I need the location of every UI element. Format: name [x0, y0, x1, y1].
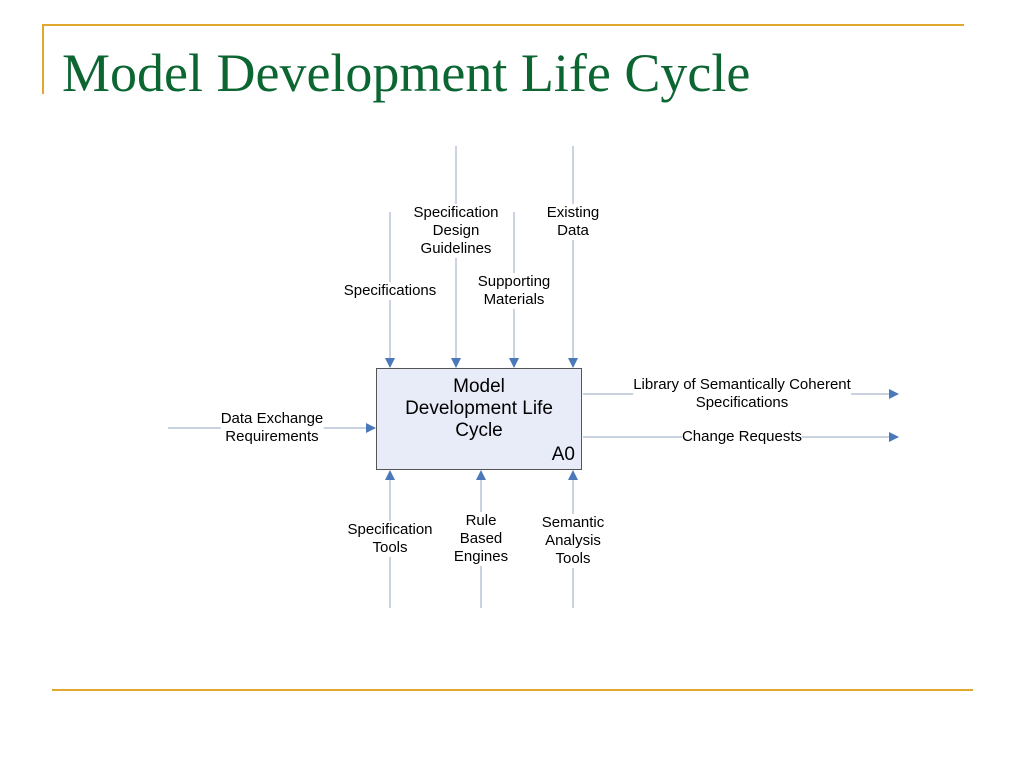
top-accent-line	[42, 24, 964, 26]
control-label-supporting-materials: Supporting Materials	[477, 273, 551, 309]
activity-box-a0: Model Development Life Cycle A0	[376, 368, 582, 470]
bottom-accent-line	[52, 689, 973, 691]
activity-code: A0	[551, 444, 575, 465]
mechanism-label-rule-engines: Rule Based Engines	[453, 512, 509, 566]
output-label-change-requests: Change Requests	[681, 428, 803, 446]
control-label-design-guidelines: Specification Design Guidelines	[413, 204, 499, 258]
control-label-existing-data: Existing Data	[546, 204, 600, 240]
slide-title: Model Development Life Cycle	[62, 43, 751, 103]
activity-title: Model Development Life Cycle	[405, 376, 553, 441]
input-label-data-exchange: Data Exchange Requirements	[220, 410, 324, 446]
left-accent-line	[42, 24, 44, 94]
output-label-library: Library of Semantically Coherent Specifi…	[633, 376, 851, 412]
control-label-specifications: Specifications	[343, 282, 437, 300]
mechanism-label-semantic-tools: Semantic Analysis Tools	[541, 514, 605, 568]
mechanism-label-specification-tools: Specification Tools	[347, 521, 433, 557]
